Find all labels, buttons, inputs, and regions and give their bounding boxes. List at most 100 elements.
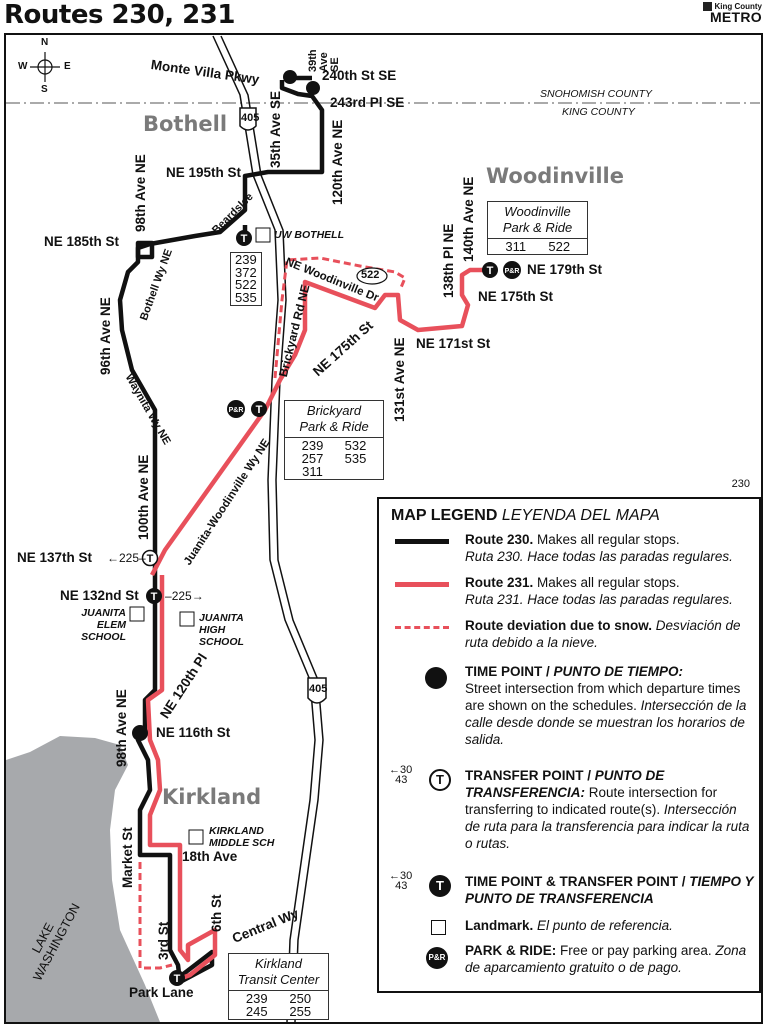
legend-item-snow-deviation: Route deviation due to snow. Desviación … — [465, 617, 755, 651]
street-96th: 96th Ave NE — [98, 297, 113, 375]
landmark-icon — [431, 920, 446, 935]
legend-bold: TIME POINT / — [465, 664, 554, 679]
sr522-number: 522 — [361, 269, 380, 281]
legend-item-time-point: TIME POINT / PUNTO DE TIEMPO:Street inte… — [465, 663, 755, 748]
svg-text:T: T — [241, 233, 248, 245]
i405-shield-south — [307, 677, 327, 704]
svg-text:P&R: P&R — [229, 407, 244, 414]
legend-text: Makes all regular stops. — [533, 532, 680, 547]
logo-big-text: METRO — [709, 9, 762, 25]
legend-text: Free or pay parking area. — [556, 943, 712, 958]
street-park-lane: Park Lane — [129, 985, 194, 1000]
legend-title: MAP LEGEND LEYENDA DEL MAPA — [391, 507, 660, 525]
street-market: Market St — [120, 827, 135, 888]
landmark-juanita-elem: JUANITA ELEM SCHOOL — [81, 607, 126, 643]
legend-item-time-transfer-point: TIME POINT & TRANSFER POINT / TIEMPO Y P… — [465, 873, 755, 907]
city-woodinville: Woodinville — [486, 164, 624, 188]
route-30: 30 — [400, 870, 413, 882]
legend-bold: Landmark. — [465, 918, 534, 933]
legend-es: El punto de referencia. — [533, 918, 673, 933]
pr-route: 532 — [344, 438, 367, 453]
legend-item-landmark: Landmark. El punto de referencia. — [465, 917, 755, 934]
svg-text:P&R: P&R — [505, 268, 520, 275]
legend-item-route-231: Route 231. Makes all regular stops.Ruta … — [465, 574, 755, 608]
pr-route: 239 — [245, 991, 268, 1006]
legend-bold: TIME POINT & TRANSFER POINT / — [465, 874, 690, 889]
city-kirkland: Kirkland — [162, 785, 262, 809]
legend-item-transfer-point: TRANSFER POINT / PUNTO DE TRANSFERENCIA:… — [465, 767, 755, 852]
time-transfer-routes-example: ←30 43 — [389, 870, 413, 892]
landmark-uw-bothell: UW BOTHELL — [274, 229, 344, 241]
street-100th: 100th Ave NE — [136, 454, 151, 540]
street-243rd: 243rd Pl SE — [330, 95, 405, 110]
legend-bold-es: PUNTO DE TRANSFERENCIA: — [465, 768, 665, 800]
pr-route: 245 — [245, 1004, 268, 1019]
pr-name-line1: Woodinville — [504, 204, 571, 219]
street-ne137th: NE 137th St — [17, 550, 93, 565]
sr522-shield — [356, 267, 388, 285]
route-43: 43 — [395, 774, 408, 786]
snow-deviation-line — [138, 256, 407, 970]
park-ride-icon: P&R — [426, 947, 448, 969]
street-ne179th: NE 179th St — [527, 262, 603, 277]
legend-bold: TRANSFER POINT / — [465, 768, 595, 783]
compass-icon — [30, 52, 60, 82]
county-king: KING COUNTY — [562, 106, 635, 118]
compass-s: S — [41, 84, 48, 95]
svg-text:T: T — [487, 265, 494, 277]
transfer-route-ne137-number: 225 — [119, 551, 140, 565]
transfer-route-ne132: –225→ — [165, 589, 204, 603]
lake-washington-water — [6, 736, 160, 1022]
pr-route: 311 — [302, 464, 323, 479]
transfer-point-icon: T — [429, 769, 451, 791]
route-map[interactable] — [4, 33, 763, 1024]
street-ne116th: NE 116th St — [156, 725, 231, 740]
pr-name-line2: Park & Ride — [299, 419, 369, 434]
pr-name-line2: Transit Center — [237, 972, 320, 987]
legend-es: Ruta 230. Hace todas las paradas regular… — [465, 549, 733, 564]
svg-text:T: T — [151, 591, 158, 603]
pr-route: 311 — [505, 239, 527, 254]
route-230-line-icon — [395, 539, 449, 544]
legend-text: Street intersection from which departure… — [465, 681, 741, 713]
page-number: 230 — [731, 478, 750, 490]
street-98th-north: 98th Ave NE — [133, 154, 148, 232]
street-131st: 131st Ave NE — [392, 337, 407, 422]
svg-text:T: T — [256, 404, 263, 416]
street-6th: 6th St — [209, 894, 224, 932]
route-43: 43 — [395, 880, 408, 892]
snow-deviation-line-icon — [395, 626, 449, 629]
uw-route: 372 — [235, 264, 257, 280]
pr-route: 535 — [344, 451, 367, 466]
time-points — [132, 70, 320, 741]
transfer-route-ne137: ←225– — [107, 551, 146, 565]
i405-highway — [212, 35, 324, 1023]
street-35th: 35th Ave SE — [268, 90, 283, 168]
street-ne195th: NE 195th St — [166, 165, 242, 180]
time-transfer-point-icon: T — [429, 875, 451, 897]
street-ne175th-east: NE 175th St — [478, 289, 554, 304]
street-ne132nd: NE 132nd St — [60, 588, 139, 603]
pr-name-line2: Park & Ride — [502, 220, 573, 235]
svg-text:T: T — [147, 553, 154, 565]
transfer-point-icons: T T P&R T P&R T T T — [141, 230, 521, 986]
legend-bold-es: TIEMPO Y PUNTO DE TRANSFERENCIA — [465, 874, 754, 906]
legend-bold: Route 230. — [465, 532, 534, 547]
i405-south-number: 405 — [309, 683, 328, 695]
legend-es: Ruta 231. Hace todas las paradas regular… — [465, 592, 733, 607]
legend-item-route-230: Route 230. Makes all regular stops. Ruta … — [465, 531, 755, 565]
pr-route: 257 — [301, 451, 324, 466]
street-120th: 120th Ave NE — [330, 119, 345, 205]
street-ne185th: NE 185th St — [44, 234, 120, 249]
legend-title-en: MAP LEGEND — [391, 507, 498, 524]
king-county-logo-icon — [703, 2, 713, 11]
landmark-juanita-high: JUANITA HIGH SCHOOL — [199, 612, 244, 648]
i405-north-number: 405 — [241, 112, 260, 124]
street-140th: 140th Ave NE — [461, 176, 476, 262]
legend-bold: PARK & RIDE: — [465, 943, 557, 958]
pr-route: 522 — [548, 239, 571, 254]
